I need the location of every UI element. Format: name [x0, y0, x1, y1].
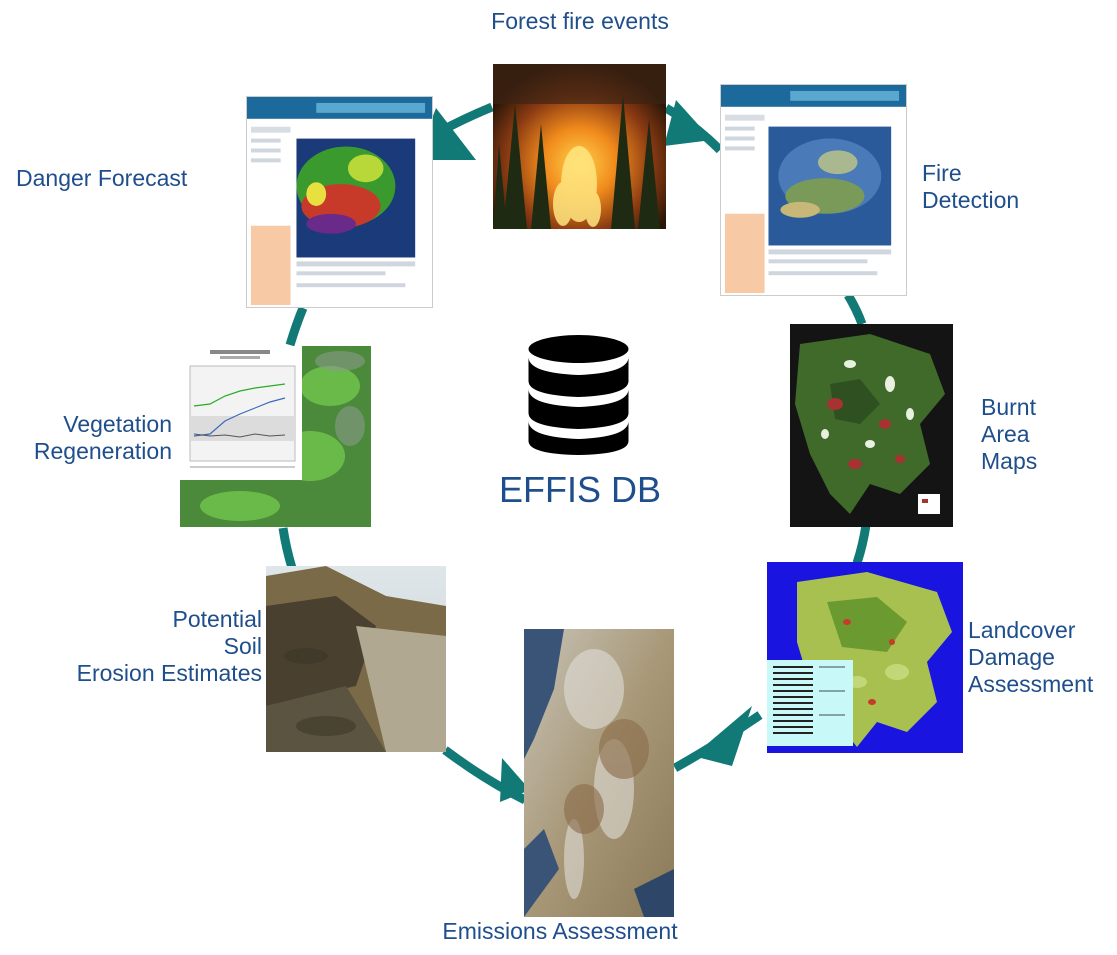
landcover-map-with-table — [767, 562, 963, 753]
forest-fire-photo — [493, 64, 666, 229]
burnt-area-satellite-map — [790, 324, 953, 527]
arrowhead-to-emissions — [693, 706, 752, 766]
vegetation-chart-and-satellite — [180, 346, 371, 527]
connector-soil-to-vegetation — [278, 527, 297, 570]
danger-forecast-webpage-screenshot — [246, 96, 433, 308]
connector-vegetation-to-forecast — [285, 306, 308, 347]
database-icon — [528, 335, 629, 455]
connector-burnt-to-landcover — [852, 524, 871, 565]
smoke-satellite-image — [524, 629, 674, 917]
label-vegetation-regeneration: Vegetation Regeneration — [33, 411, 172, 464]
label-danger-forecast: Danger Forecast — [16, 165, 188, 191]
label-soil-erosion: Potential Soil Erosion Estimates — [76, 606, 262, 686]
fire-detection-webpage-screenshot — [720, 84, 907, 296]
label-emissions-assessment: Emissions Assessment — [442, 918, 678, 944]
burnt-hillside-photo — [266, 566, 446, 752]
label-fire-detection: Fire Detection — [922, 160, 1020, 213]
label-landcover-damage: Landcover Damage Assessment — [968, 617, 1094, 697]
connector-emissions-to-soil — [442, 746, 528, 805]
arrowhead-to-soil — [500, 758, 530, 802]
label-forest-fire-events: Forest fire events — [491, 8, 669, 34]
arrowhead-to-detection — [664, 100, 712, 146]
label-burnt-area-maps: Burnt Area Maps — [981, 394, 1038, 474]
connector-detection-to-burnt — [844, 292, 867, 326]
center-title: EFFIS DB — [498, 469, 662, 510]
